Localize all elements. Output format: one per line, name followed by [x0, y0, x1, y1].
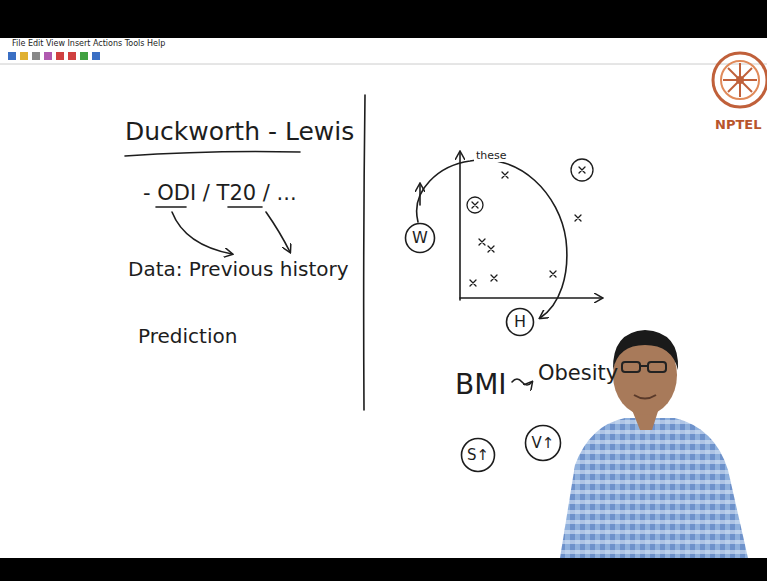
toolbar-icons: [0, 52, 767, 64]
prediction-note: Prediction: [138, 325, 237, 347]
circle-label: H: [514, 314, 526, 330]
top-bar: [0, 0, 767, 38]
t20-underline: [228, 206, 262, 208]
t20-arrow: [266, 212, 290, 252]
bmi-note: BMI: [455, 370, 507, 401]
curve-arrow: [417, 160, 567, 318]
curve-note: these: [474, 150, 509, 162]
odi-underline: [156, 206, 186, 208]
nptel-logo: [713, 53, 767, 107]
format-list: - ODI / T20 / ...: [143, 182, 297, 205]
title-handwriting: Duckworth - Lewis: [125, 118, 354, 146]
circle-label: S↑: [467, 448, 489, 463]
data-points: [467, 159, 593, 286]
obesity-note: Obesity: [538, 362, 618, 385]
bottom-bar: [0, 558, 767, 581]
circle-label: W: [412, 230, 428, 246]
title-underline: [125, 152, 300, 157]
logo-text: NPTEL: [715, 118, 761, 132]
whiteboard: [0, 38, 767, 558]
data-note: Data: Previous history: [128, 258, 349, 280]
menu-bar-text: File Edit View Insert Actions Tools Help: [12, 40, 165, 49]
circled-letter: H: [505, 307, 535, 337]
circled-letter: W: [404, 222, 436, 254]
circle-label: V↑: [532, 436, 555, 451]
squiggle-arrow: [512, 379, 532, 385]
circled-letter: V↑: [524, 424, 562, 462]
x-axis: [460, 297, 602, 299]
divider-line: [364, 95, 365, 410]
circled-letter: S↑: [460, 437, 496, 473]
y-axis: [459, 152, 461, 300]
odi-arrow: [172, 212, 232, 254]
ink-strokes: [125, 95, 602, 410]
